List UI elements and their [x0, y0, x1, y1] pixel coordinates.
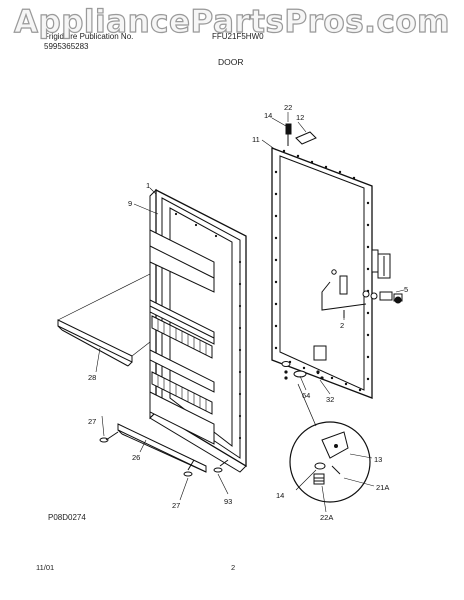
callout-28: 28 — [88, 373, 96, 382]
section-title: DOOR — [218, 57, 244, 67]
callout-26: 26 — [132, 453, 140, 462]
callout-32: 32 — [326, 395, 334, 404]
header-brand: Frigidaire Publication No. — [44, 32, 134, 41]
leader-lines — [95, 112, 405, 513]
callout-1: 1 — [146, 181, 150, 190]
hinge-hardware-part-2 — [321, 269, 367, 318]
drawing-id: P08D0274 — [48, 513, 86, 522]
callout-22A: 22A — [320, 513, 333, 522]
callout-21A: 21A — [376, 483, 389, 492]
header-model-number: FFU21F5HW0 — [212, 32, 264, 41]
callout-93: 93 — [224, 497, 232, 506]
screw-part-27-lower — [183, 459, 195, 477]
callout-22-upper: 22 — [284, 103, 292, 112]
callout-9: 9 — [128, 199, 132, 208]
callout-27-lower: 27 — [172, 501, 180, 510]
footer-date: 11/01 — [36, 563, 55, 572]
callout-5: 5 — [404, 285, 408, 294]
shelf-bar-part-26 — [117, 423, 207, 473]
lower-fasteners-part-64-32 — [281, 361, 324, 380]
callout-14-upper: 14 — [264, 111, 272, 120]
door-liner — [149, 188, 247, 473]
screw-part-14-22 — [285, 123, 292, 146]
callout-64: 64 — [302, 391, 310, 400]
hinge-pin-part-5 — [362, 290, 403, 304]
callout-11: 11 — [252, 135, 260, 144]
footer-page-number: 2 — [231, 563, 236, 572]
callout-27-upper: 27 — [88, 417, 96, 426]
callout-13: 13 — [374, 455, 382, 464]
header-publication-number: 5995365283 — [44, 42, 89, 51]
screw-part-93 — [213, 459, 229, 473]
top-bracket-part-12 — [295, 131, 317, 145]
callout-12: 12 — [296, 113, 304, 122]
callout-2: 2 — [340, 321, 344, 330]
hinge-detail-callout-circle — [289, 383, 371, 503]
screw-part-27-upper — [99, 431, 119, 443]
callout-14-detail: 14 — [276, 491, 284, 500]
door-outer-panel — [271, 147, 391, 399]
shelf-bar-part-28 — [57, 273, 151, 367]
